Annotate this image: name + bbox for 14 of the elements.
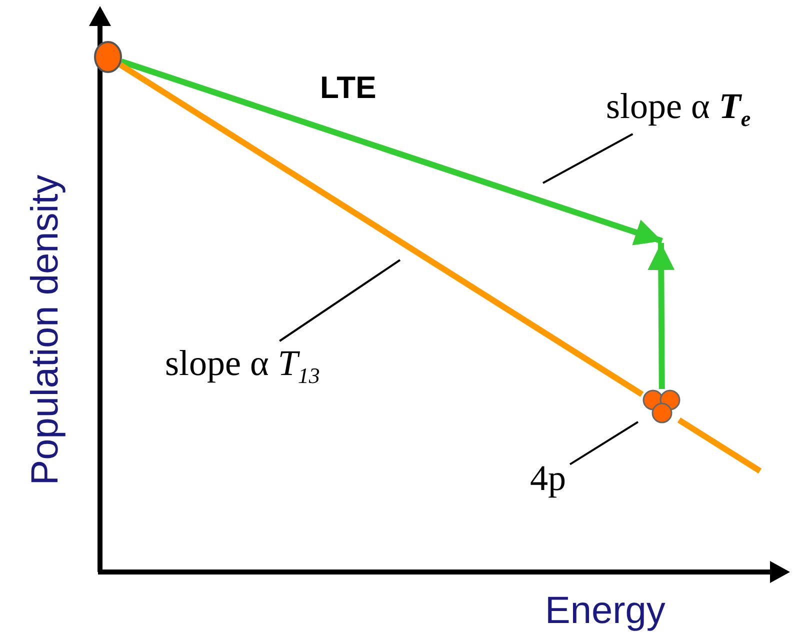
arrow xyxy=(648,242,675,390)
leader-line xyxy=(569,421,639,466)
slope-label: slope α T$_{e}$ xyxy=(606,88,751,130)
slope-label: slope α T$_{13}$ xyxy=(165,345,320,388)
level-label: 4p xyxy=(530,460,566,496)
level-dot-cluster xyxy=(642,389,682,425)
axis-title: Population density xyxy=(26,174,64,486)
region-label: LTE xyxy=(320,72,376,103)
axis-title: Energy xyxy=(545,592,666,630)
arrow xyxy=(120,58,663,246)
line xyxy=(118,62,644,397)
level-dot xyxy=(94,41,122,73)
leader-line xyxy=(279,259,401,342)
leader-line xyxy=(542,133,634,184)
